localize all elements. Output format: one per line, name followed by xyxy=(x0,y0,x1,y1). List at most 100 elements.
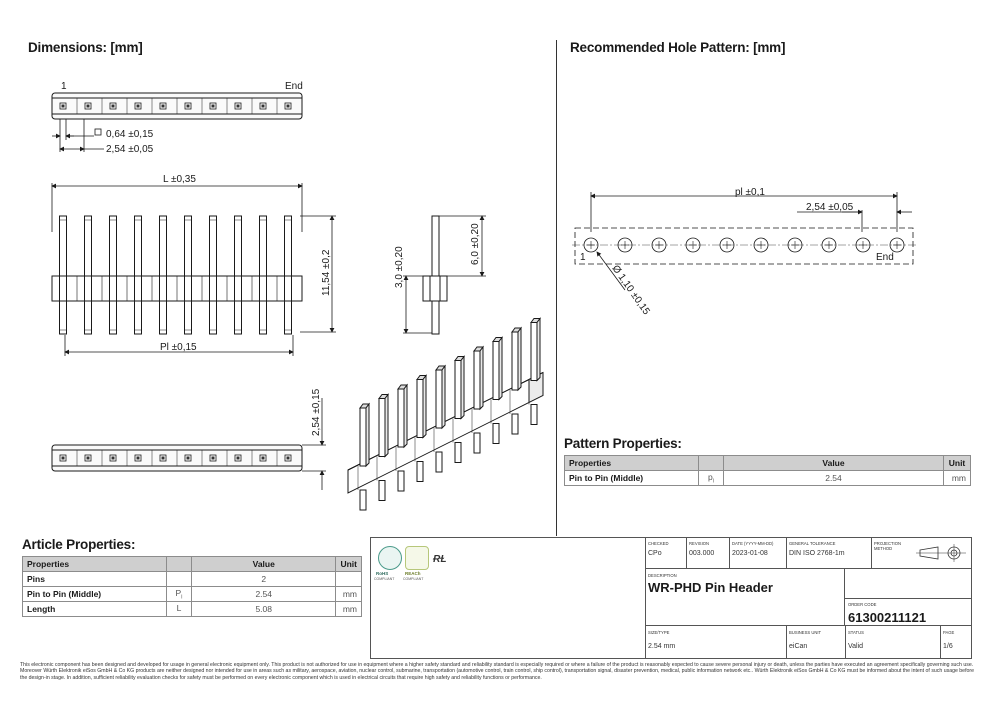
pin-pad-dot xyxy=(286,104,290,108)
col-unit: Unit xyxy=(943,455,971,471)
article-props-heading: Article Properties: xyxy=(22,537,136,552)
col-unit: Unit xyxy=(335,556,362,572)
checked-label: CHECKED xyxy=(648,541,669,546)
vertical-divider xyxy=(556,40,557,536)
hole-pin1-label: 1 xyxy=(580,252,586,263)
article-props-table: Properties Value Unit Pins 2 Pin to Pin … xyxy=(22,556,362,617)
tb-row1 xyxy=(645,537,972,569)
pin-through xyxy=(159,275,167,302)
date-label: DATE (YYYY-MM-DD) xyxy=(732,541,774,546)
tb-sep xyxy=(940,626,941,659)
iso-pin-top xyxy=(473,350,481,410)
tb-sep xyxy=(845,626,846,659)
front-view xyxy=(51,215,303,335)
ul-mark-icon: ɌⱢ xyxy=(433,554,447,565)
description-value: WR-PHD Pin Header xyxy=(648,580,773,595)
iso-pin-side xyxy=(498,336,503,401)
pin-pad-dot xyxy=(86,104,90,108)
col-symbol xyxy=(698,455,724,471)
isometric-view xyxy=(347,317,544,511)
hole-pitch-label: 2,54 ±0,05 xyxy=(806,202,854,213)
pin-pad-dot xyxy=(136,104,140,108)
pin-pad-dot xyxy=(236,456,240,460)
iso-pin-side xyxy=(460,355,465,420)
pin-pad-dot xyxy=(261,104,265,108)
tb-desc xyxy=(645,569,845,626)
pin-through xyxy=(109,275,117,302)
pad-size-label: 0,64 ±0,15 xyxy=(106,129,154,140)
table-row: Pins 2 xyxy=(22,571,362,587)
pin-pad-dot xyxy=(86,456,90,460)
bottom-width-label: 2,54 ±0,15 xyxy=(311,388,322,436)
projection-label: PROJECTION METHOD xyxy=(874,541,901,551)
order-code-label: ORDER CODE xyxy=(848,602,877,607)
col-value: Value xyxy=(723,455,944,471)
prop-symbol: L xyxy=(166,601,192,617)
iso-pin-bottom xyxy=(454,442,462,463)
revision-value: 003.000 xyxy=(689,550,715,557)
reach-sub: COMPLIANT xyxy=(403,577,424,581)
col-properties: Properties xyxy=(564,455,699,471)
prop-symbol xyxy=(166,571,192,587)
prop-unit xyxy=(335,571,362,587)
prop-value: 5.08 xyxy=(190,601,337,617)
page-label: PAGE xyxy=(943,630,955,635)
tb-sep xyxy=(786,626,787,659)
status-value: Valid xyxy=(848,643,864,650)
prop-value: 2.54 xyxy=(190,586,337,602)
iso-pin-top xyxy=(435,369,443,429)
pin-pad-dot xyxy=(111,456,115,460)
projection-method-icon xyxy=(916,544,966,562)
iso-pin-bottom xyxy=(435,451,443,473)
pin-through xyxy=(259,275,267,302)
pattern-props-heading: Pattern Properties: xyxy=(564,436,682,451)
hole-pattern xyxy=(574,192,914,291)
status-label: STATUS xyxy=(848,630,864,635)
tolerance-label: GENERAL TOLERANCE xyxy=(789,541,836,546)
prop-unit: mm xyxy=(943,470,971,486)
hole-pl-label: pl ±0,1 xyxy=(735,187,765,198)
hole-end-label: End xyxy=(876,252,894,263)
iso-pin-bottom xyxy=(378,480,386,501)
side-height-6-label: 6,0 ±0,20 xyxy=(470,223,481,265)
dimensions-heading: Dimensions: [mm] xyxy=(28,40,143,55)
pin xyxy=(209,215,217,335)
iso-pin-bottom xyxy=(416,461,424,482)
pin xyxy=(59,215,67,335)
checked-value: CPo xyxy=(648,550,662,557)
iso-pin-side xyxy=(403,383,408,449)
order-code-value: 61300211121 xyxy=(848,610,927,625)
pin-through xyxy=(84,275,92,302)
tolerance-value: DIN ISO 2768-1m xyxy=(789,550,845,557)
table-row: Pin to Pin (Middle) PI 2.54 mm xyxy=(22,586,362,602)
pin xyxy=(84,215,92,335)
side-view xyxy=(422,215,448,335)
iso-pin-bottom xyxy=(473,432,481,454)
pin xyxy=(234,215,242,335)
pattern-props-table: Properties Value Unit Pin to Pin (Middle… xyxy=(564,455,971,486)
pitch-label: 2,54 ±0,05 xyxy=(106,144,154,155)
pin-pad-dot xyxy=(61,456,65,460)
iso-pin-top xyxy=(454,360,462,419)
pin xyxy=(184,215,192,335)
iso-pin-side xyxy=(441,364,446,430)
pin-through xyxy=(134,275,142,302)
length-label: L ±0,35 xyxy=(163,174,196,185)
pin xyxy=(159,215,167,335)
pin-through xyxy=(59,275,67,302)
pin-pad-dot xyxy=(186,456,190,460)
pin-pad-dot xyxy=(111,104,115,108)
iso-pin-bottom xyxy=(511,413,519,435)
pin-pad-dot xyxy=(161,456,165,460)
prop-unit: mm xyxy=(335,586,362,602)
prop-name: Pins xyxy=(22,571,167,587)
col-symbol xyxy=(166,556,192,572)
tb-sep xyxy=(871,537,872,569)
prop-symbol: PI xyxy=(166,586,192,602)
pin-through xyxy=(234,275,242,302)
technical-drawing: 1 End 0,64 ±0,15 2,54 ±0,05 L ±0,35 11,5… xyxy=(51,81,916,511)
iso-pin-bottom xyxy=(359,489,367,511)
pin xyxy=(259,215,267,335)
reach-label: REACh xyxy=(405,571,421,576)
iso-pin-side xyxy=(517,326,522,392)
